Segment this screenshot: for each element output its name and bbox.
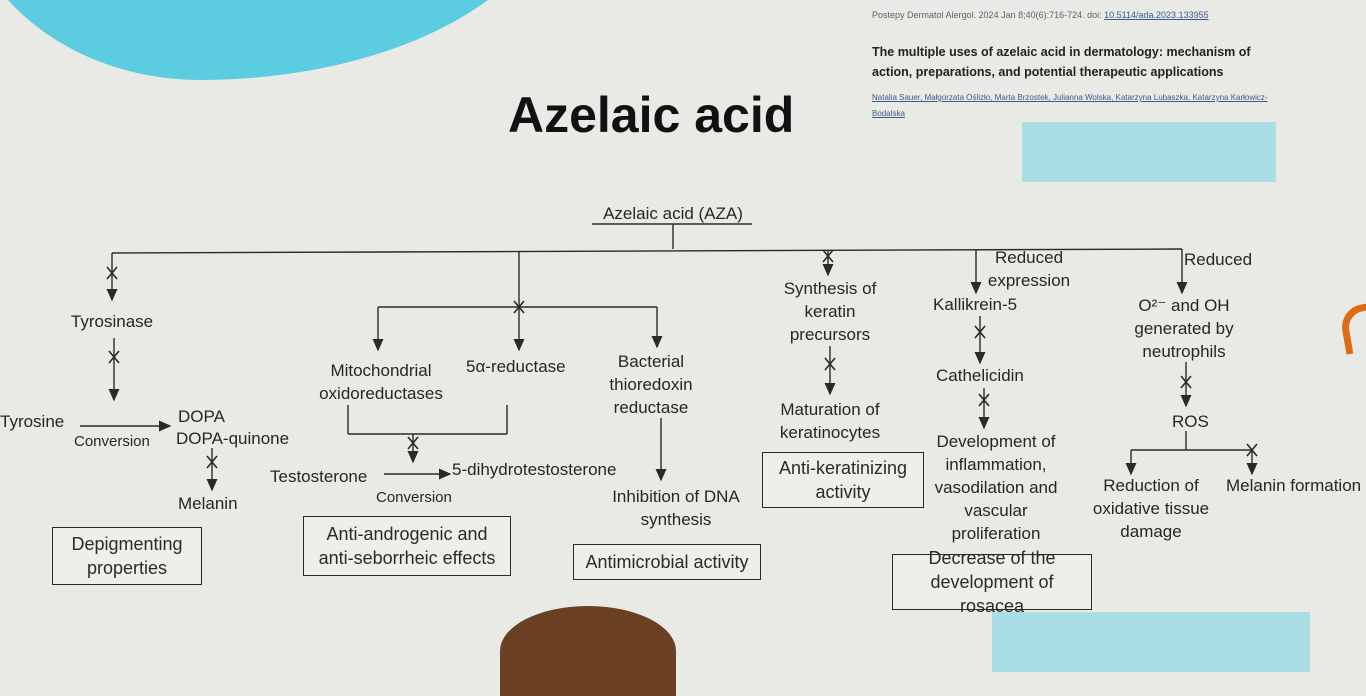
- citation-journal: Postepy Dermatol Alergol. 2024 Jan 8;40(…: [872, 10, 1105, 20]
- node-tyrosine: Tyrosine: [0, 412, 65, 431]
- diagram-connectors: [80, 223, 1258, 492]
- node-dopa: DOPA: [178, 407, 225, 426]
- node-tyrosinase: Tyrosinase: [70, 312, 154, 331]
- node-inhibition-dna-synthesis: Inhibition of DNA synthesis: [612, 487, 740, 529]
- decorative-band-right: [1022, 122, 1276, 182]
- effect-anti-androgenic: Anti-androgenic and anti-seborrheic effe…: [303, 516, 511, 576]
- node-5a-reductase: 5α-reductase: [466, 357, 566, 376]
- label-reduced: Reduced: [1184, 250, 1253, 269]
- node-mitochondrial-oxidoreductases: Mitochondrial oxidoreductases: [319, 361, 443, 403]
- node-bacterial-thioredoxin-reductase: Bacterial thioredoxin reductase: [609, 352, 693, 417]
- label-conversion-2: Conversion: [376, 489, 452, 506]
- slide-title: Azelaic acid: [508, 87, 795, 143]
- node-reduction-oxidative-damage: Reduction of oxidative tissue damage: [1092, 476, 1210, 541]
- node-maturation-keratinocytes: Maturation of keratinocytes: [779, 400, 881, 442]
- node-synthesis-keratin-precursors: Synthesis of keratin precursors: [783, 279, 877, 344]
- paper-title: The multiple uses of azelaic acid in der…: [872, 45, 1251, 79]
- node-o2-oh-neutrophils: O²⁻ and OH generated by neutrophils: [1134, 296, 1234, 361]
- effect-decrease-rosacea: Decrease of the development of rosacea: [892, 548, 1092, 616]
- node-cathelicidin: Cathelicidin: [936, 366, 1024, 385]
- paper-authors[interactable]: Natalia Sauer, Małgorzata Oślizło, Marta…: [872, 93, 1268, 118]
- root-node: Azelaic acid (AZA): [603, 204, 743, 223]
- decorative-band-bottom: [992, 612, 1310, 672]
- citation: Postepy Dermatol Alergol. 2024 Jan 8;40(…: [872, 10, 1209, 20]
- node-ros: ROS: [1172, 412, 1209, 431]
- node-melanin-formation: Melanin formation: [1226, 476, 1362, 495]
- node-dopa-quinone: DOPA-quinone: [176, 429, 290, 448]
- effect-antimicrobial: Antimicrobial activity: [573, 544, 761, 580]
- audience-head-silhouette: [500, 606, 676, 696]
- node-testosterone: Testosterone: [270, 467, 368, 486]
- node-development-inflammation: Development of inflammation, vasodilatio…: [934, 432, 1058, 543]
- node-melanin: Melanin: [178, 494, 238, 513]
- effect-depigmenting: Depigmenting properties: [52, 527, 202, 585]
- node-5-dihydrotestosterone: 5-dihydrotestosterone: [452, 460, 617, 479]
- inhibition-crosses: [106, 249, 1258, 469]
- node-kallikrein-5: Kallikrein-5: [933, 295, 1018, 314]
- effect-anti-keratinizing: Anti-keratinizing activity: [762, 452, 924, 508]
- doi-link[interactable]: 10.5114/ada.2023.133955: [1104, 10, 1209, 20]
- label-reduced-expression: Reduced expression: [987, 248, 1071, 290]
- label-conversion-1: Conversion: [74, 433, 150, 450]
